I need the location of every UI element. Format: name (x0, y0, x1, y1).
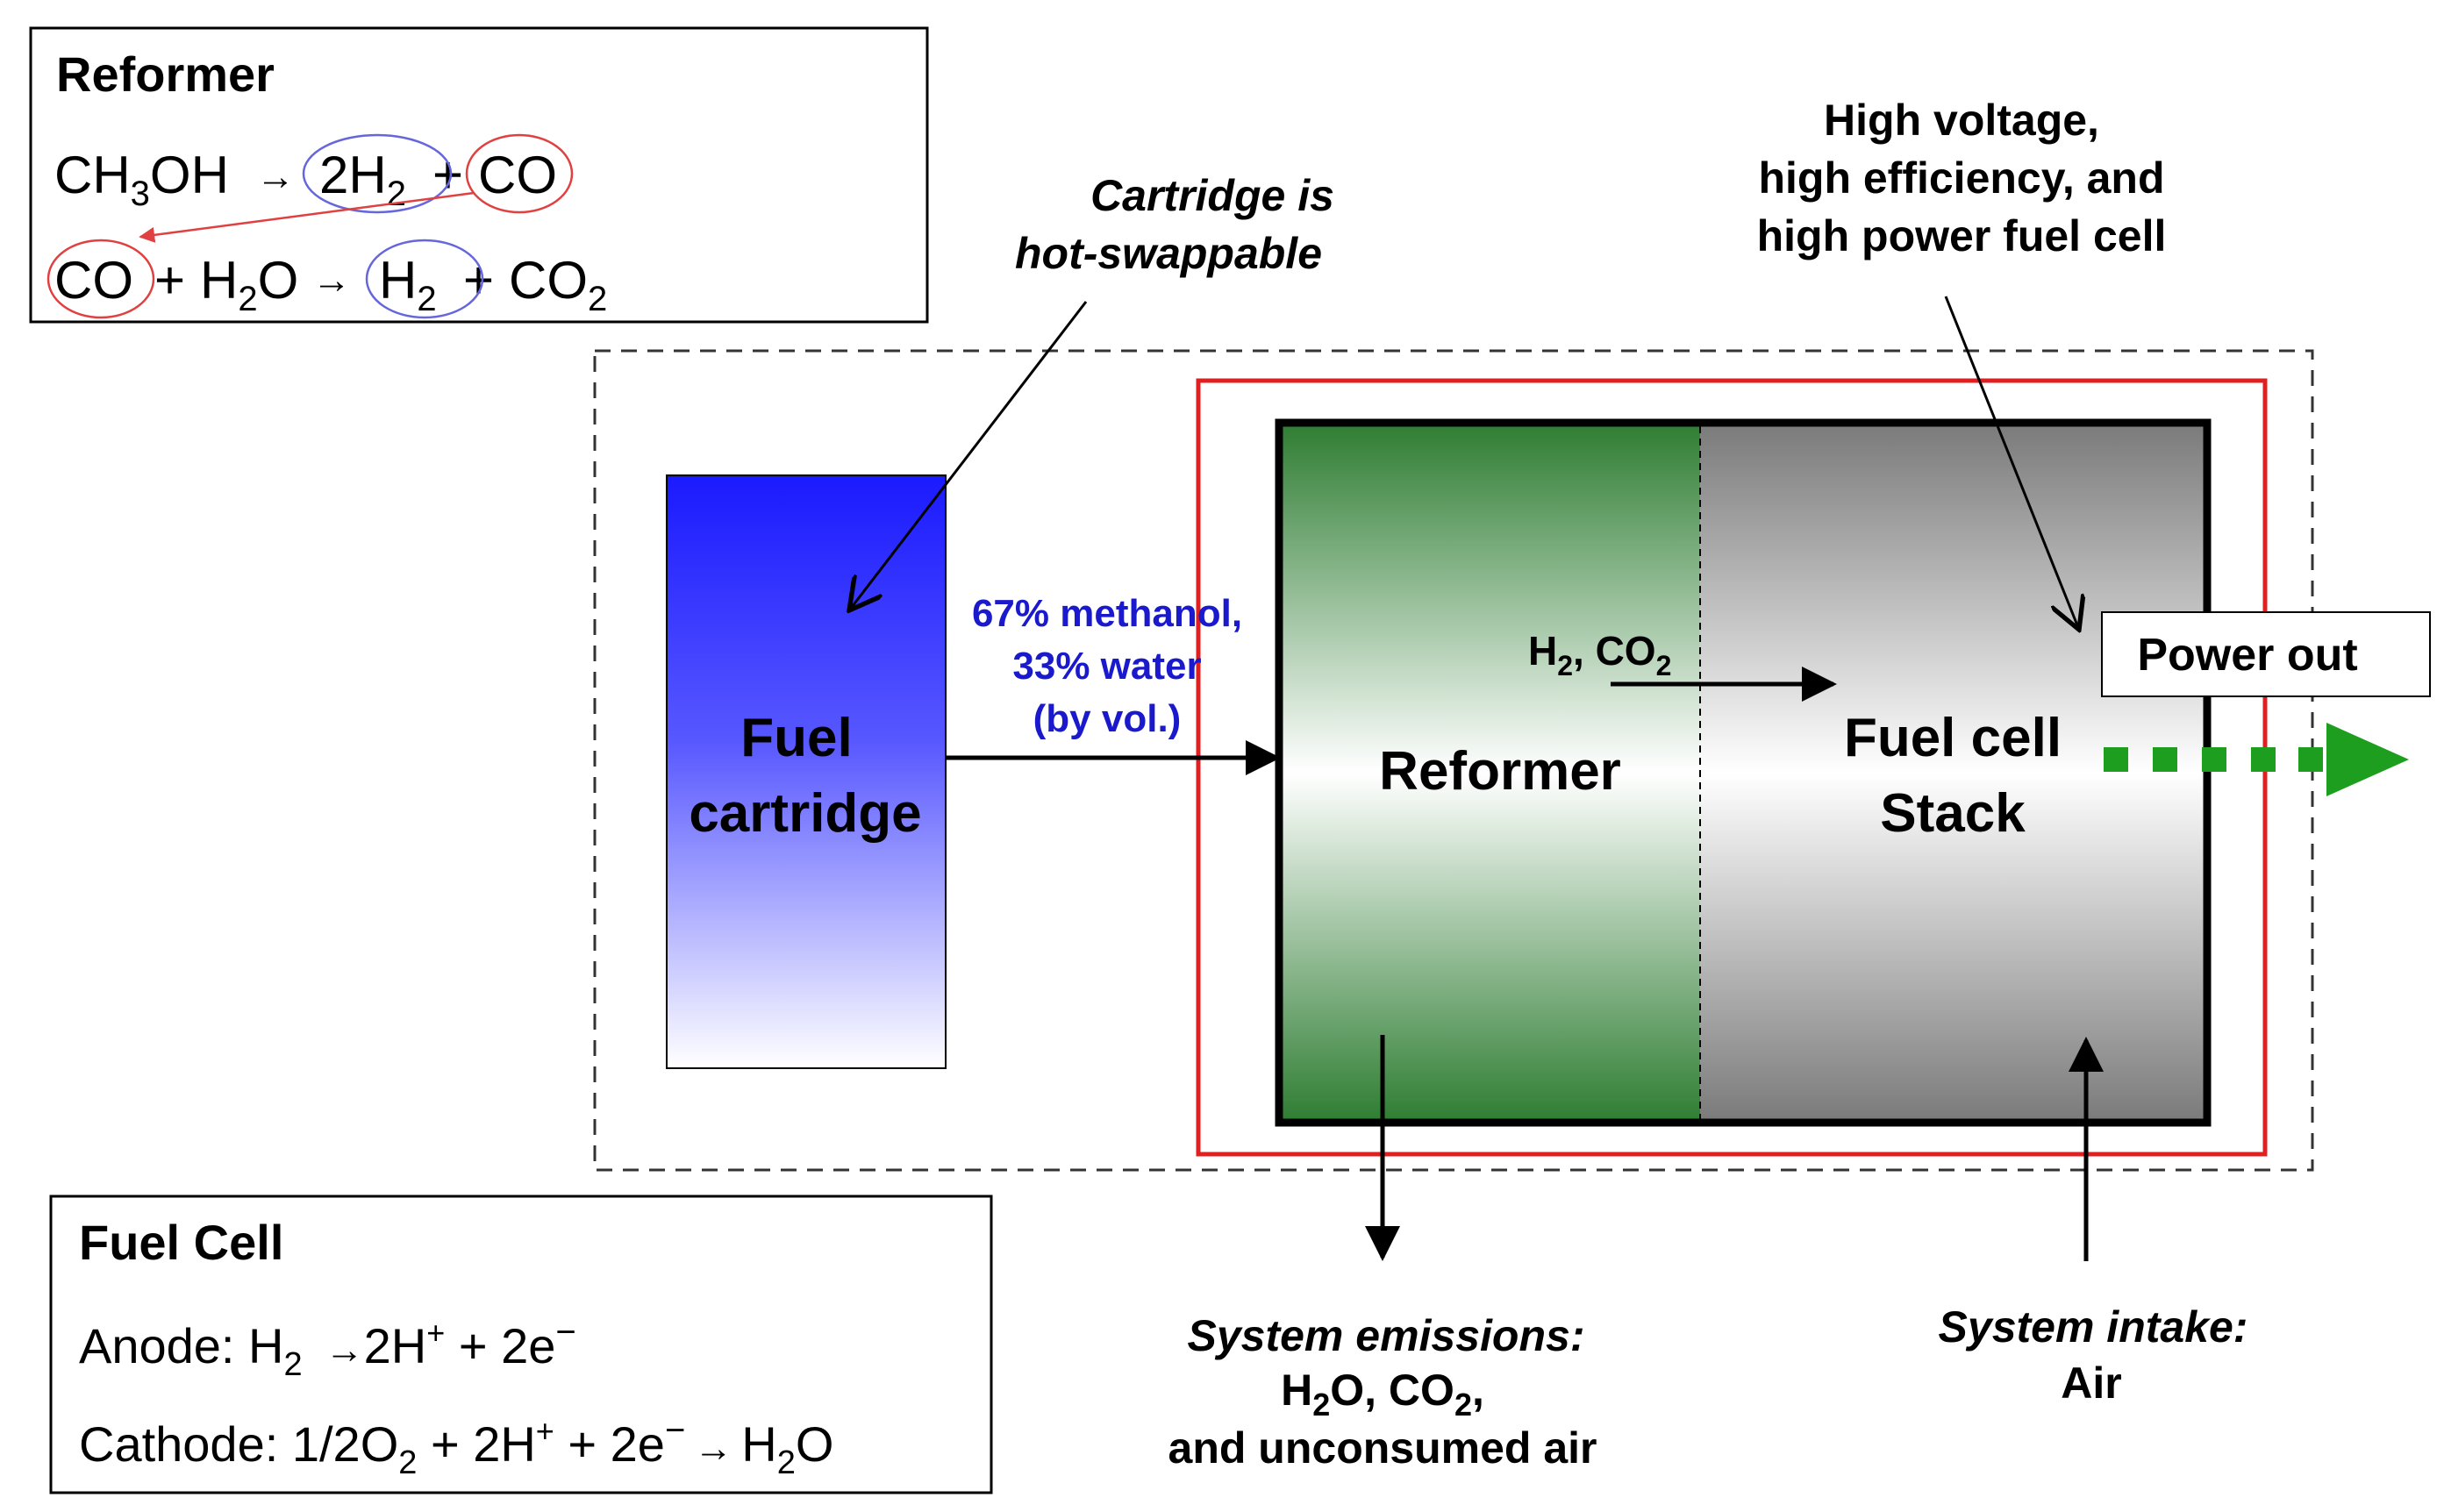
svg-text:CH3OH: CH3OH (54, 146, 229, 213)
co-transfer-arrow (139, 191, 475, 243)
svg-text:CO: CO (478, 146, 557, 204)
h2-product-ellipse (365, 239, 484, 319)
cartridge-note: Cartridge is hot-swappable (849, 171, 1334, 610)
svg-text:CO: CO (54, 251, 133, 310)
power-out-arrow (2104, 723, 2409, 796)
fuel-cell-stack-block (1700, 423, 2207, 1123)
internal-flow-label: H2, CO2 (1528, 628, 1671, 681)
svg-text:H2: H2 (379, 251, 437, 318)
intake-label-1: System intake: (1939, 1302, 2248, 1352)
power-out-label: Power out (2137, 630, 2357, 681)
emissions-label-1: System emissions: (1188, 1311, 1585, 1360)
stack-note-2: high efficiency, and (1758, 153, 2164, 203)
stack-note-1: High voltage, (1824, 96, 2099, 145)
svg-text:2H2: 2H2 (319, 146, 406, 213)
fuel-cartridge-label-1: Fuel (740, 708, 852, 768)
svg-text:→: → (256, 155, 295, 198)
stack-label-2: Stack (1880, 783, 2026, 844)
stack-note-3: high power fuel cell (1757, 211, 2167, 260)
feed-label-2: 33% water (1012, 645, 1201, 688)
reformer-block-label: Reformer (1379, 741, 1621, 802)
system-intake: System intake: Air (1939, 1037, 2248, 1408)
stack-note: High voltage, high efficiency, and high … (1757, 96, 2167, 630)
anode-equation: Anode: H2→2H+ + 2e− (79, 1313, 576, 1383)
co-reactant-ellipse (46, 239, 155, 319)
fuelcell-box-title: Fuel Cell (79, 1215, 283, 1270)
cartridge-note-1: Cartridge is (1090, 171, 1334, 220)
feed-label-1: 67% methanol, (972, 592, 1242, 635)
svg-text:→: → (312, 259, 351, 302)
reformer-stack-block: Reformer Fuel cell Stack (1275, 418, 2212, 1127)
fuel-cartridge: Fuel cartridge (666, 474, 947, 1069)
svg-text:+: + (463, 251, 494, 310)
svg-text:H2O: H2O (200, 251, 298, 318)
fuelcell-equation-box: Fuel Cell Anode: H2→2H+ + 2e− Cathode: 1… (49, 1195, 993, 1494)
cartridge-note-arrow (849, 301, 1088, 610)
svg-text:CO2: CO2 (509, 251, 607, 318)
feed-label-3: (by vol.) (1033, 697, 1182, 740)
internal-flow: H2, CO2 (1528, 628, 1837, 702)
reformer-equation-1: CH3OH → 2H2 + CO (54, 133, 574, 214)
system-emissions: System emissions: H2O, CO2, and unconsum… (1168, 1035, 1597, 1473)
h2-highlight-ellipse (302, 133, 453, 214)
svg-text:+: + (154, 251, 185, 310)
stack-label-1: Fuel cell (1844, 708, 2062, 768)
feed-flow: 67% methanol, 33% water (by vol.) (946, 592, 1281, 775)
reformer-equation-box: Reformer CH3OH → 2H2 + CO CO + H2O → H2 … (29, 26, 929, 324)
system-boundary (593, 349, 2314, 1172)
cartridge-note-2: hot-swappable (1015, 229, 1322, 278)
reformer-block (1279, 423, 1700, 1123)
intake-label-2: Air (2061, 1359, 2121, 1408)
emissions-label-3: and unconsumed air (1168, 1423, 1597, 1473)
reformer-equation-2: CO + H2O → H2 + CO2 (46, 239, 607, 319)
reformer-box-title: Reformer (56, 46, 275, 102)
cathode-equation: Cathode: 1/2O2 + 2H+ + 2e−→H2O (79, 1411, 833, 1481)
power-out: Power out (2101, 611, 2431, 796)
emissions-label-2: H2O, CO2, (1281, 1366, 1484, 1423)
fuel-cartridge-label-2: cartridge (689, 783, 921, 844)
co-highlight-ellipse (465, 133, 574, 214)
stack-note-arrow (1944, 296, 2079, 630)
